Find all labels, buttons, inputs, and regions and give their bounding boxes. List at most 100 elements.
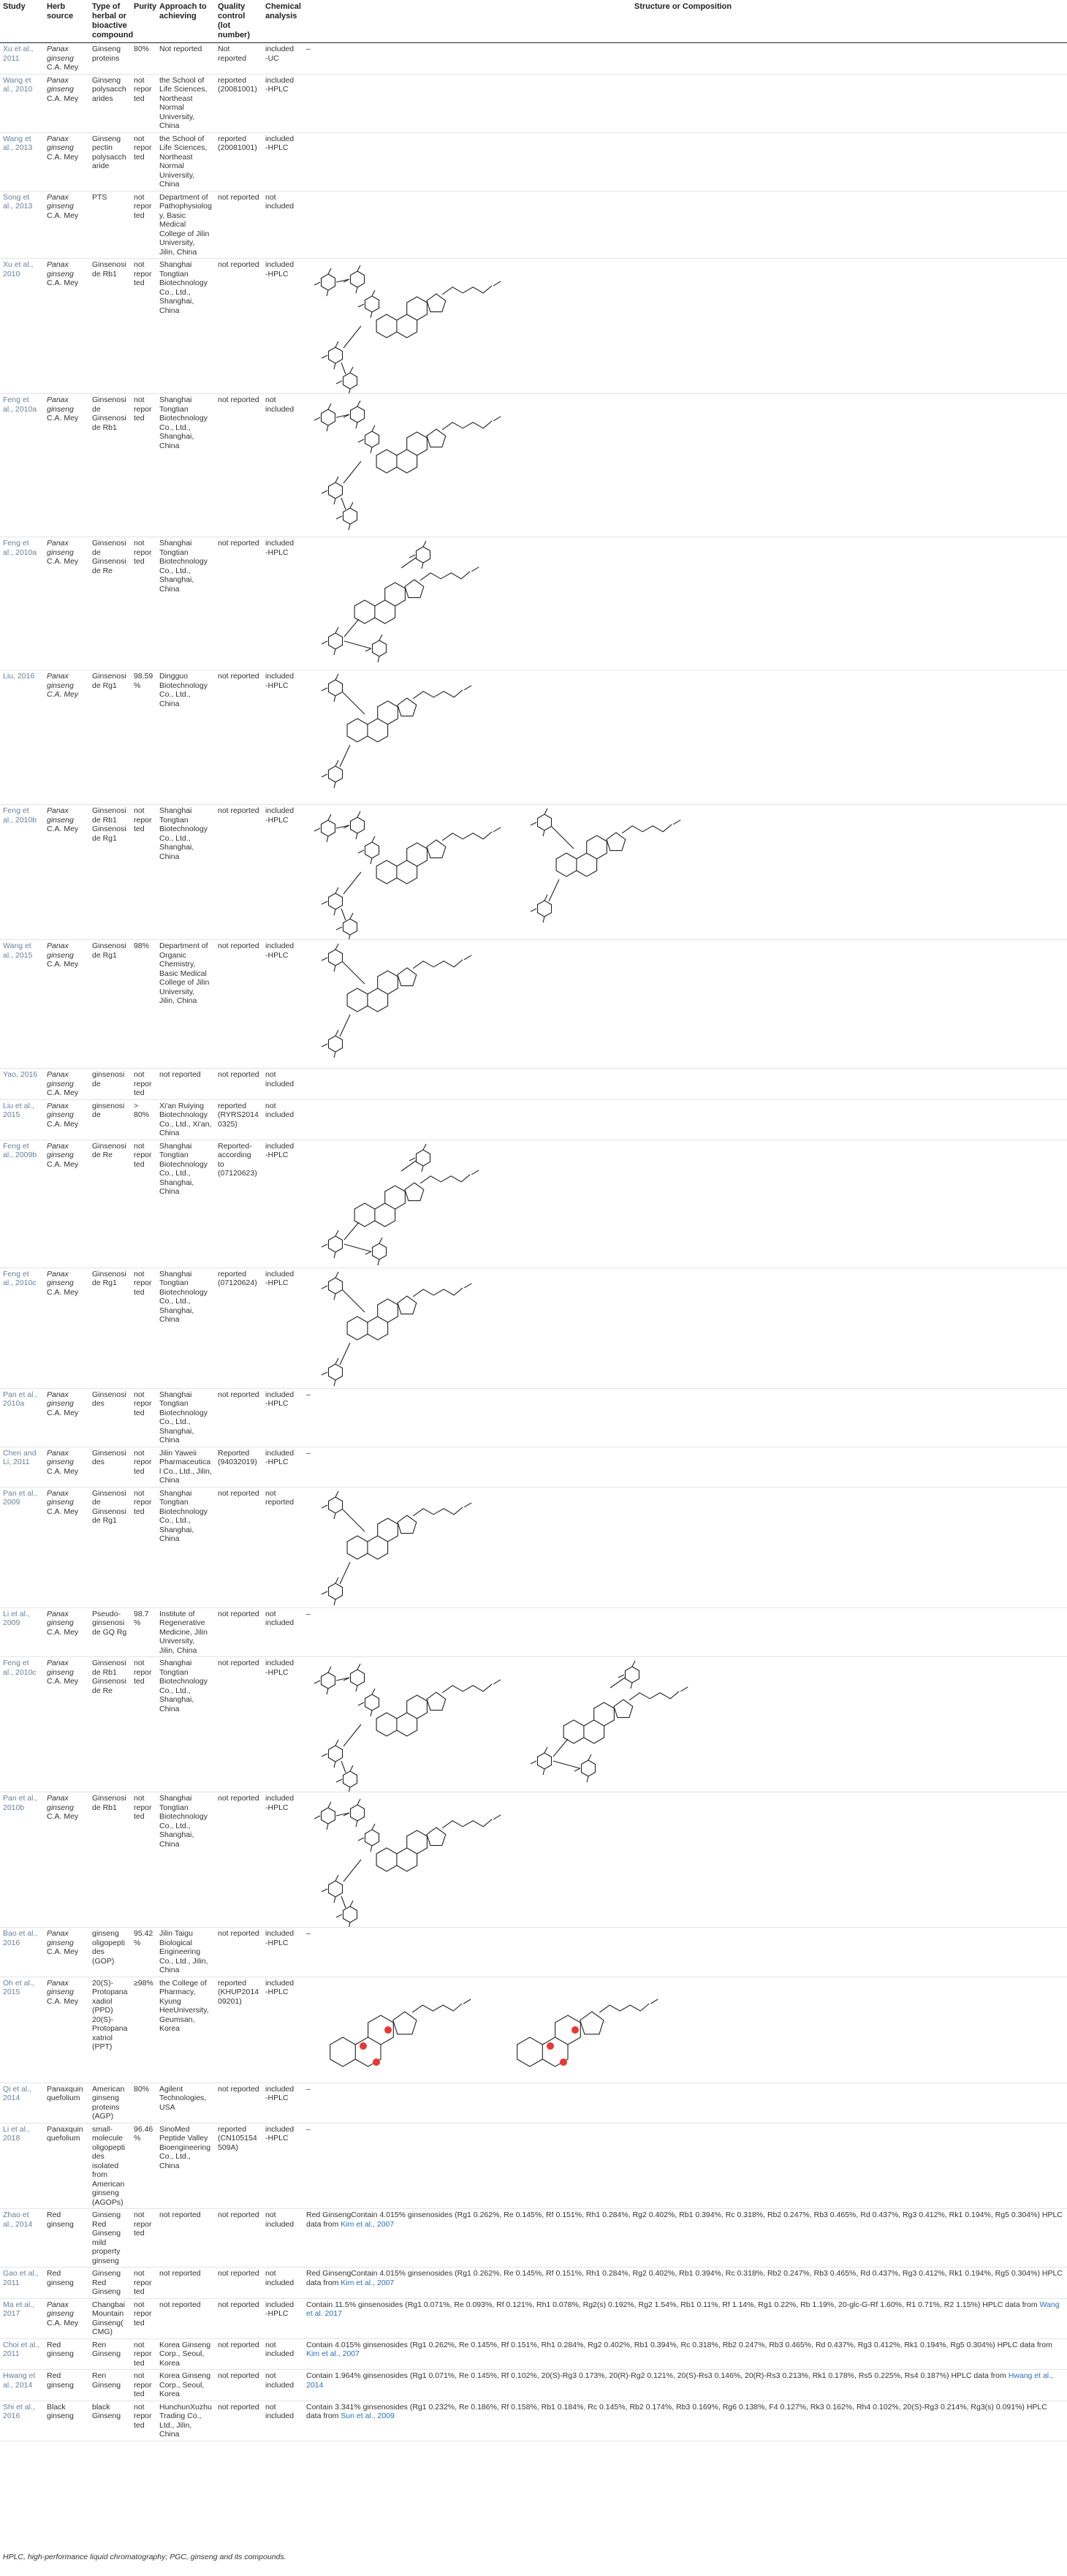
structure-cell <box>299 191 1067 259</box>
citation-link[interactable]: Kim et al., 2007 <box>341 2278 395 2287</box>
citation-link[interactable]: Hwang et al., 2014 <box>306 2371 1053 2390</box>
purity-cell: not reported <box>131 1140 156 1268</box>
herb-species: Panax ginseng <box>47 134 74 153</box>
study-cell: Wang et al., 2010 <box>0 74 44 133</box>
herb-source-cell: Black ginseng <box>44 2401 89 2441</box>
approach-cell: the School of Life Sciences, Northeast N… <box>156 74 215 133</box>
quality-control-cell: reported (20081001) <box>215 74 262 133</box>
molecular-structure-icon <box>530 808 681 923</box>
approach-cell: Shanghai Tongtian Biotechnology Co., Ltd… <box>156 1388 215 1447</box>
purity-cell: not reported <box>131 191 156 259</box>
quality-control-cell: not reported <box>215 2338 262 2370</box>
herb-species: Panax ginseng <box>47 1929 74 1947</box>
herb-source-cell: Red ginseng <box>44 2369 89 2401</box>
purity-cell: not reported <box>131 1268 156 1389</box>
herb-source-cell: Panax ginseng C.A. Mey <box>44 1656 89 1792</box>
herb-species: Panax ginseng <box>47 942 74 960</box>
structure-cell: Red GinsengContain 4.015% ginsenosides (… <box>299 2208 1067 2268</box>
study-cell: Feng et al., 2010c <box>0 1656 44 1792</box>
herb-authority: Red ginseng <box>47 2371 74 2390</box>
herb-species: Panax ginseng <box>47 1070 74 1088</box>
herb-authority: C.A. Mey <box>47 1408 79 1417</box>
structure-cell <box>299 1977 1067 2083</box>
structure-cell: Contain 4.015% ginsenosides (Rg1 0.262%,… <box>299 2338 1067 2370</box>
quality-control-cell: reported (KHUP201409201) <box>215 1977 262 2083</box>
molecular-structure-icon <box>314 811 501 939</box>
study-cell: Li et al., 2018 <box>0 2123 44 2209</box>
herb-source-cell: Panaxquinquefolium <box>44 2123 89 2209</box>
approach-cell: Institute of Regenerative Medicine, Jili… <box>156 1607 215 1657</box>
purity-cell: not reported <box>131 804 156 940</box>
herb-authority: C.A. Mey <box>47 1507 79 1516</box>
column-header: Type of herbal or bioactive compound <box>89 0 133 43</box>
study-cell: Choi et al., 2011 <box>0 2338 44 2370</box>
study-cell: Shi et al., 2016 <box>0 2401 44 2441</box>
quality-control-cell: not reported <box>215 1607 262 1657</box>
quality-control-cell: not reported <box>215 2083 262 2124</box>
herb-species: Panax ginseng <box>47 1448 74 1467</box>
chemical-analysis-cell: not included <box>262 1068 299 1100</box>
compound-type-cell: ginseng oligopeptides (GOP) <box>89 1927 131 1977</box>
chemical-analysis-cell: included-HPLC <box>262 1268 299 1389</box>
approach-cell: HunchunXuzhu Trading Co., Ltd., Jilin, C… <box>156 2401 215 2441</box>
study-cell: Feng et al., 2010c <box>0 1268 44 1389</box>
herb-species: Panax ginseng C.A. Mey <box>47 672 79 699</box>
purity-cell: not reported <box>131 2298 156 2339</box>
herb-species: Panax ginseng <box>47 1609 74 1628</box>
structure-cell <box>299 670 1067 805</box>
purity-cell: not reported <box>131 537 156 670</box>
herb-source-cell: Panax ginseng C.A. Mey <box>44 1487 89 1608</box>
structure-cell <box>299 393 1067 537</box>
quality-control-cell: not reported <box>215 1927 262 1977</box>
citation-link[interactable]: Wang et al. 2017 <box>306 2300 1060 2319</box>
citation-link[interactable]: Sun et al., 2009 <box>341 2412 395 2420</box>
approach-cell: Shanghai Tongtian Biotechnology Co., Ltd… <box>156 1140 215 1268</box>
composition-text: – <box>306 2084 311 2094</box>
compound-type-cell: Ginsenoside Rb1 <box>89 258 131 394</box>
structure-cell <box>299 1068 1067 1100</box>
approach-cell: not reported <box>156 2298 215 2339</box>
herb-species: Panax ginseng <box>47 806 74 825</box>
molecular-structure-icon <box>321 1271 472 1386</box>
citation-link[interactable]: Kim et al., 2007 <box>341 2219 395 2229</box>
herb-authority: Red ginseng <box>47 2269 74 2287</box>
purity-cell: not reported <box>131 393 156 537</box>
herb-species: Panax ginseng <box>47 1488 74 1507</box>
structure-cell <box>299 1268 1067 1389</box>
herb-authority: C.A. Mey <box>47 211 79 220</box>
composition-text: – <box>306 45 311 53</box>
structure-cell: – <box>299 1607 1067 1657</box>
herb-source-cell: Panax ginseng C.A. Mey <box>44 670 89 805</box>
structure-cell <box>299 1099 1067 1140</box>
molecular-structure-icon <box>321 673 472 789</box>
quality-control-cell: not reported <box>215 2401 262 2441</box>
purity-cell: not reported <box>131 1656 156 1792</box>
citation-link[interactable]: Kim et al., 2007 <box>306 2349 360 2358</box>
structure-cell: – <box>299 1927 1067 1977</box>
purity-cell: not reported <box>131 1487 156 1608</box>
structure-drawing <box>306 1142 1064 1266</box>
quality-control-cell: not reported <box>215 2298 262 2339</box>
approach-cell: Dingguo Biotechnology Co., Ltd., China <box>156 670 215 805</box>
approach-cell: Not reported <box>156 42 215 75</box>
study-cell: Bao et al., 2016 <box>0 1927 44 1977</box>
herb-species: Panax ginseng <box>47 1101 74 1120</box>
compound-type-cell: Ren Ginseng <box>89 2369 131 2401</box>
molecular-structure-icon <box>321 1490 472 1605</box>
compound-type-cell: Ginseng Red Ginseng mild property ginsen… <box>89 2208 131 2268</box>
herb-source-cell: Panax ginseng C.A. Mey <box>44 1068 89 1100</box>
approach-cell: Korea Ginseng Corp., Seoul, Korea <box>156 2338 215 2370</box>
herb-species: Panax ginseng <box>47 260 74 279</box>
herb-source-cell: Red ginseng <box>44 2208 89 2268</box>
chemical-analysis-cell: included-HPLC <box>262 1927 299 1977</box>
herb-authority: C.A. Mey <box>47 2318 79 2327</box>
